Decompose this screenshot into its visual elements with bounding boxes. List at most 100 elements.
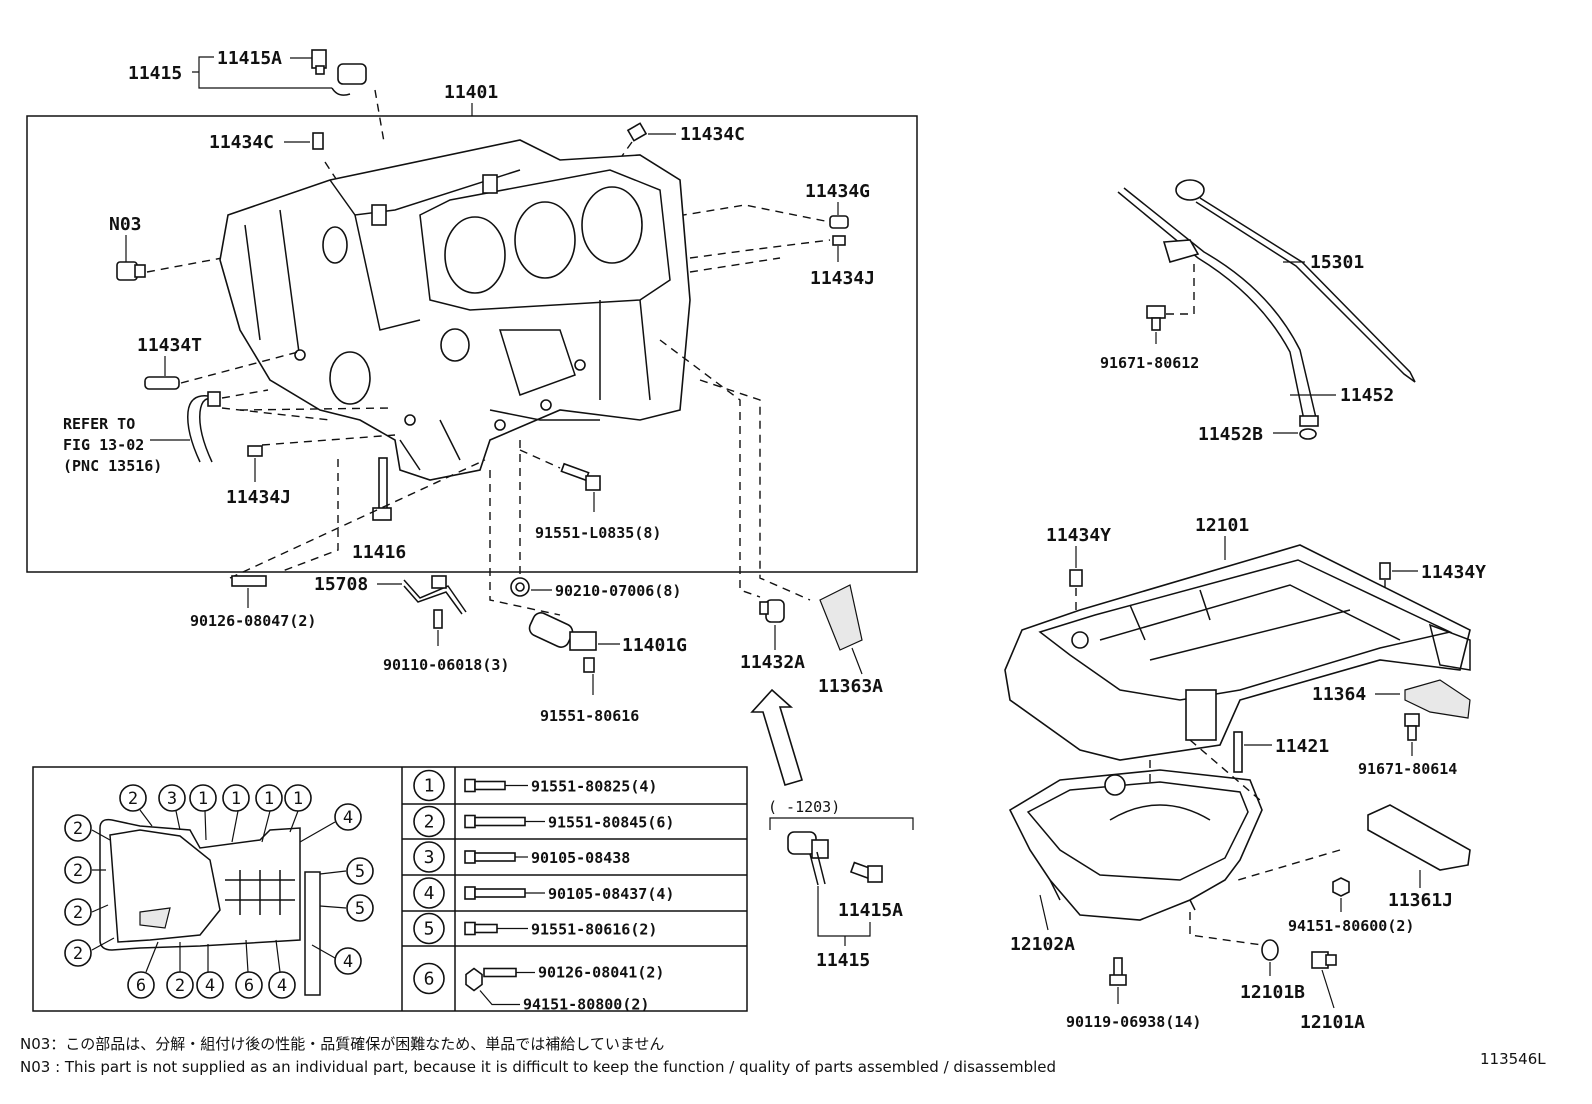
bolt-callout-left-2: 2 [64,814,92,842]
svg-text:4: 4 [343,952,353,972]
label-90110[interactable]: 90110-06018(3) [383,656,509,674]
legend-part-number: 90105-08438 [531,849,630,867]
svg-text:1: 1 [293,789,303,809]
svg-text:6: 6 [244,976,254,996]
bolt-91671-80614 [1404,713,1420,741]
bolt-callout-bottom-6: 6 [235,971,263,999]
label-11363a[interactable]: 11363A [818,676,883,697]
bolt-91551-l0835 [560,462,601,491]
label-11434j-left[interactable]: 11434J [226,487,291,508]
pin-11434t [144,376,180,390]
bolt-callout-bottom-4: 4 [196,971,224,999]
svg-text:2: 2 [424,812,435,833]
label-11434c-right[interactable]: 11434C [680,124,745,145]
legend-number-3: 3 [413,841,445,873]
label-91551-80616[interactable]: 91551-80616 [540,707,639,725]
label-range: ( -1203) [768,798,840,816]
note-english: N03 : This part is not supplied as an in… [20,1058,1056,1076]
label-11434g[interactable]: 11434G [805,181,870,202]
label-90126-08047[interactable]: 90126-08047(2) [190,612,316,630]
refer-line3: (PNC 13516) [63,457,162,475]
label-11432a[interactable]: 11432A [740,652,805,673]
label-12101a[interactable]: 12101A [1300,1012,1365,1033]
label-11452[interactable]: 11452 [1340,385,1394,406]
label-11415-bottom[interactable]: 11415 [816,950,870,971]
bolt-icon [464,778,476,793]
bolt-callout-left-2: 2 [64,856,92,884]
legend-part-number: 90105-08437(4) [548,885,674,903]
bolt-callout-top-1: 1 [255,784,283,812]
label-90210[interactable]: 90210-07006(8) [555,582,681,600]
bolt-callout-top-1: 1 [222,784,250,812]
label-11434t[interactable]: 11434T [137,335,202,356]
bolt-icon [464,886,476,900]
sensor-11401g [528,612,597,673]
bracket-15708-clip [431,575,447,589]
legend-part-number-2: 94151-80800(2) [523,996,649,1014]
label-90119[interactable]: 90119-06938(14) [1066,1013,1201,1031]
label-12102a[interactable]: 12102A [1010,934,1075,955]
baffle-11361j [1367,804,1471,871]
legend-part-number: 90126-08041(2) [538,964,664,982]
bolt-shank-icon [474,923,498,934]
oring-11452b [1299,428,1317,440]
legend-number-4: 4 [413,877,445,909]
legend-row-1[interactable]: 91551-80825(4) [464,778,657,796]
label-91671-80614[interactable]: 91671-80614 [1358,760,1457,778]
label-11415a-top[interactable]: 11415A [217,48,282,69]
bracket-15708 [403,579,467,615]
direction-arrow[interactable] [750,688,803,786]
svg-text:5: 5 [355,899,365,919]
plug-11432a [759,599,785,623]
label-94151-80600[interactable]: 94151-80600(2) [1288,917,1414,935]
label-91671-80612[interactable]: 91671-80612 [1100,354,1199,372]
label-11434c-left[interactable]: 11434C [209,132,274,153]
legend-leader [479,990,520,1006]
bolt-callout-left-2: 2 [64,939,92,967]
label-11401[interactable]: 11401 [444,82,498,103]
stud-90126-08047 [231,575,267,587]
svg-text:1: 1 [198,789,208,809]
label-15708[interactable]: 15708 [314,574,368,595]
label-11401g[interactable]: 11401G [622,635,687,656]
label-15301[interactable]: 15301 [1310,252,1364,273]
svg-text:6: 6 [136,976,146,996]
dashed-11434c-left [324,161,341,186]
label-11434y-left[interactable]: 11434Y [1046,525,1111,546]
label-12101[interactable]: 12101 [1195,515,1249,536]
bolt-callout-right-4: 4 [334,947,362,975]
bolt-callout-bottom-6: 6 [127,971,155,999]
label-91551-l0835[interactable]: 91551-L0835(8) [535,524,661,542]
label-11421[interactable]: 11421 [1275,736,1329,757]
dipstick-guide-11452 [1117,187,1319,427]
svg-text:1: 1 [231,789,241,809]
dashed-91671-80612 [1166,262,1195,315]
label-11434j-right[interactable]: 11434J [810,268,875,289]
dashed-11434g [664,204,831,273]
legend-row-4[interactable]: 90105-08437(4) [464,885,674,903]
label-12101b[interactable]: 12101B [1240,982,1305,1003]
label-n03[interactable]: N03 [109,214,142,235]
label-11415a-bottom[interactable]: 11415A [838,900,903,921]
dipstick-15301 [1175,179,1416,383]
plug-12101a [1311,951,1337,969]
label-11452b[interactable]: 11452B [1198,424,1263,445]
leader-11415-top [192,56,332,89]
svg-text:1: 1 [424,776,435,797]
label-11361j[interactable]: 11361J [1388,890,1453,911]
legend-row-5[interactable]: 91551-80616(2) [464,921,657,939]
label-11415-top[interactable]: 11415 [128,63,182,84]
legend-row-3[interactable]: 90105-08438 [464,849,630,867]
legend-row-2[interactable]: 91551-80845(6) [464,814,674,832]
refer-line2: FIG 13-02 [63,436,144,454]
legend-row-6[interactable]: 90126-08041(2) 94151-80800(2) [465,964,664,1014]
label-11364[interactable]: 11364 [1312,684,1366,705]
label-11434y-right[interactable]: 11434Y [1421,562,1486,583]
svg-text:4: 4 [205,976,215,996]
refer-line1: REFER TO [63,415,135,433]
legend-rows: 1 91551-80825(4) 2 91551-80845(6) 3 90105-084… [402,769,747,1014]
dashed-pan [1149,739,1341,946]
oil-jet-part-bottom [787,831,829,886]
label-11416[interactable]: 11416 [352,542,406,563]
